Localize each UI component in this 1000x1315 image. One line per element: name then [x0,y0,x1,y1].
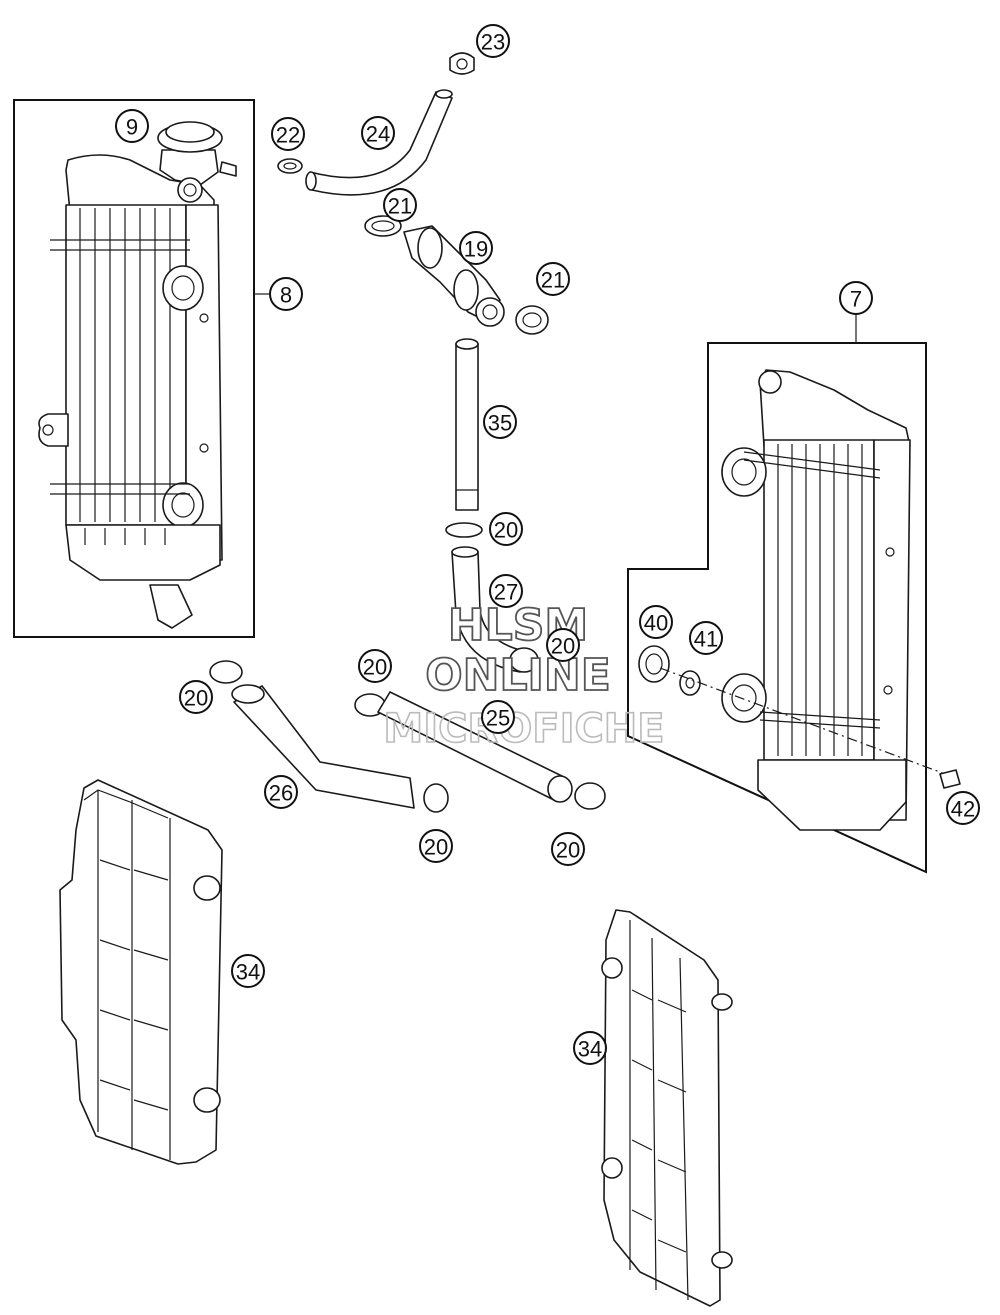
svg-text:34: 34 [236,960,260,985]
callout-22: 22 [271,117,305,151]
svg-text:41: 41 [694,627,718,652]
watermark-line-3: MICROFICHE [383,706,664,752]
callout-34-right: 34 [573,1031,607,1065]
radiator-guard-left [59,779,223,1165]
svg-text:20: 20 [363,655,387,680]
svg-text:25: 25 [486,706,510,731]
svg-text:9: 9 [126,115,138,140]
svg-text:42: 42 [951,797,975,822]
radiator-guard-right [601,909,733,1307]
svg-text:20: 20 [494,518,518,543]
callout-19: 19 [459,231,493,265]
hose-clamp-21-right [515,305,549,335]
svg-text:21: 21 [388,194,412,219]
callout-20-d: 20 [179,680,213,714]
left-radiator [38,121,237,629]
callout-8: 8 [269,277,303,311]
callout-40: 40 [639,605,673,639]
watermark-line-2: ONLINE [425,650,611,701]
svg-text:20: 20 [551,634,575,659]
callout-26: 26 [264,775,298,809]
svg-text:20: 20 [184,686,208,711]
callout-24: 24 [361,116,395,150]
grommet-40 [638,645,670,683]
callout-20-e: 20 [419,829,453,863]
callout-42: 42 [946,791,980,825]
hose-clamp-20-mid [509,647,539,673]
hose-clamp-20-far-left [209,660,243,684]
hose-25 [377,691,573,803]
svg-text:22: 22 [276,123,300,148]
callout-27: 27 [489,574,523,608]
callout-25: 25 [481,700,515,734]
svg-text:20: 20 [556,838,580,863]
left-radiator-group-frame [13,99,255,638]
svg-text:34: 34 [578,1037,602,1062]
leader-lines [254,293,857,343]
hose-clamp-small-22 [277,158,303,174]
callout-20-a: 20 [489,512,523,546]
callout-35: 35 [483,405,517,439]
callout-20-b: 20 [546,628,580,662]
hose-fitting-19 [403,225,505,327]
hose-clamp-20-top [445,522,483,538]
watermark: HLSM ONLINE MICROFICHE [383,599,666,753]
overflow-hose-24 [305,89,453,196]
callout-21-left: 21 [383,188,417,222]
callout-20-f: 20 [551,832,585,866]
svg-text:27: 27 [494,580,518,605]
right-radiator [721,369,911,831]
callout-41: 41 [689,621,723,655]
svg-text:8: 8 [280,283,292,308]
svg-text:21: 21 [541,268,565,293]
right-radiator-group-frame [627,342,927,874]
bolt-42 [939,769,961,789]
svg-text:35: 35 [488,411,512,436]
svg-text:24: 24 [366,122,390,147]
callout-23: 23 [476,24,510,58]
svg-text:19: 19 [464,237,488,262]
callout-20-c: 20 [358,649,392,683]
svg-text:23: 23 [481,30,505,55]
svg-text:7: 7 [850,287,862,312]
hose-clamp-21-left [364,215,402,237]
callout-34-left: 34 [231,954,265,988]
bolt-axis-line [659,667,957,779]
svg-text:40: 40 [644,611,668,636]
hose-clamp-20-lower-mid [423,783,449,813]
hose-clamp-small-23 [449,52,475,75]
washer-41 [679,670,701,696]
svg-text:26: 26 [269,781,293,806]
pipe-35 [455,338,479,511]
hose-26 [231,684,415,809]
svg-text:20: 20 [424,835,448,860]
callout-9: 9 [115,109,149,143]
callout-7: 7 [839,281,873,315]
hose-clamp-20-lower-right [574,782,606,810]
callout-21-right: 21 [536,262,570,296]
